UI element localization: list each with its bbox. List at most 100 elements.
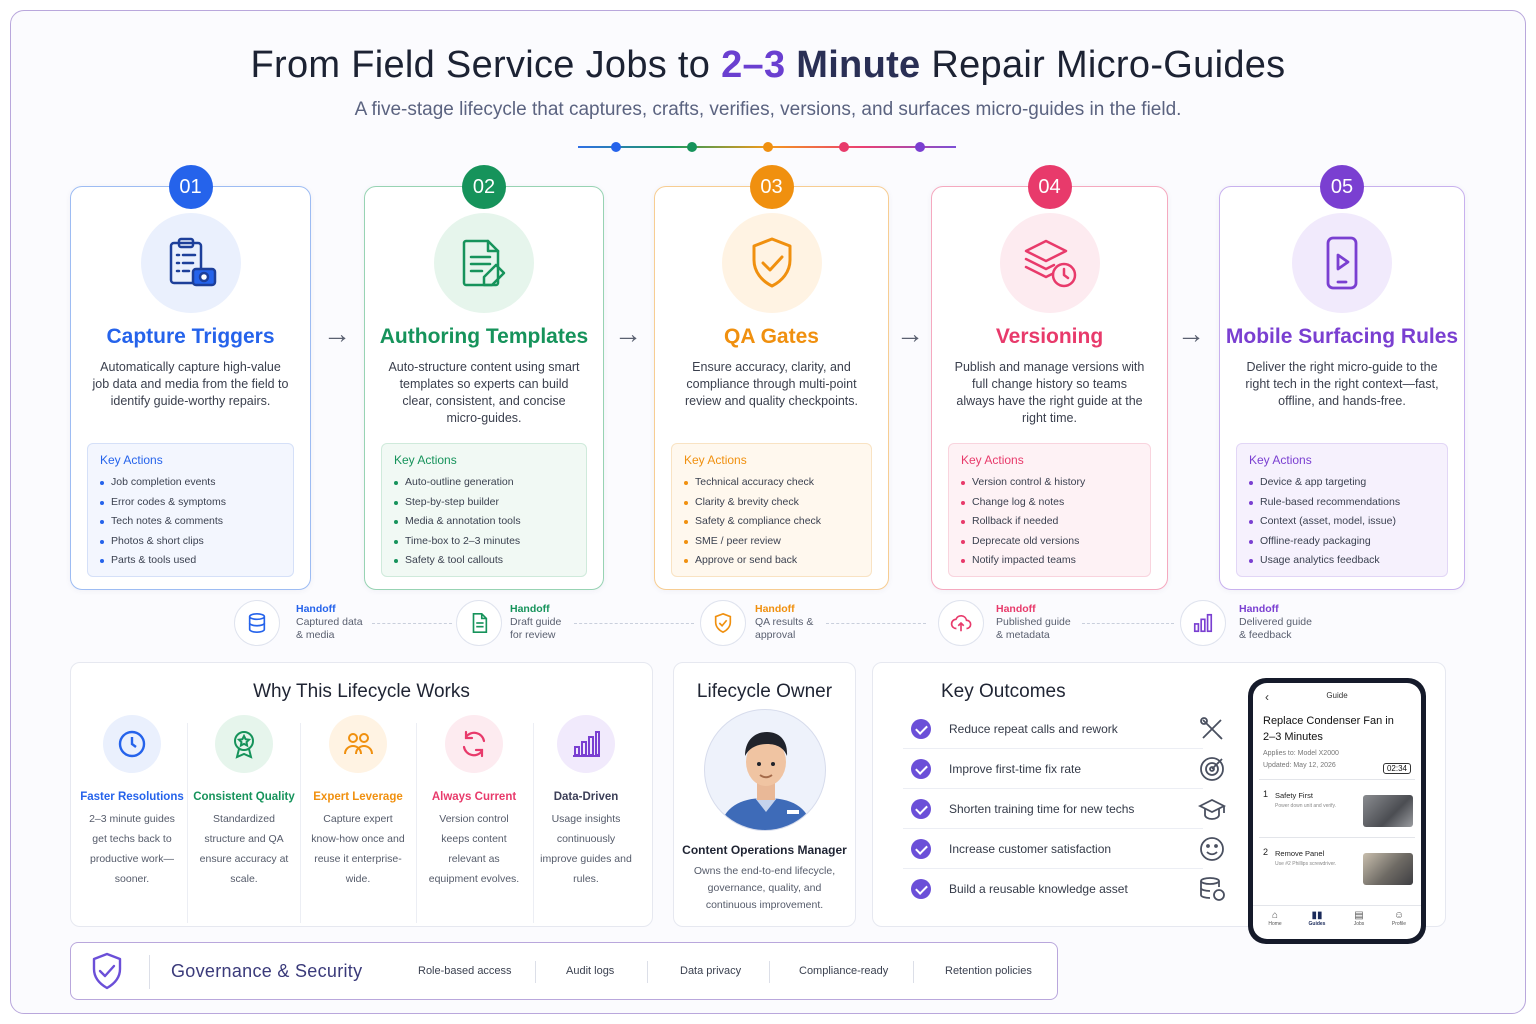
check-icon xyxy=(911,839,931,859)
governance-item: Role-based access xyxy=(418,965,512,977)
why-title: Why This Lifecycle Works xyxy=(253,681,470,702)
governance-item: Retention policies xyxy=(945,965,1032,977)
clock-icon xyxy=(103,715,161,773)
why-item-title: Expert Leverage xyxy=(313,791,403,803)
outcome-text: Build a reusable knowledge asset xyxy=(949,882,1128,896)
divider xyxy=(1259,837,1415,838)
stage-description: Automatically capture high-value job dat… xyxy=(92,360,289,408)
key-actions-box: Key Actions Auto-outline generation Step… xyxy=(381,443,587,577)
key-actions-list: Job completion events Error codes & symp… xyxy=(100,473,281,571)
outcome-text: Improve first-time fix rate xyxy=(949,762,1082,776)
nav-jobs[interactable]: ▤ Jobs xyxy=(1341,910,1377,927)
key-action-item: Step-by-step builder xyxy=(394,493,574,513)
document-icon xyxy=(456,600,502,646)
why-item-title: Always Current xyxy=(431,791,517,803)
nav-label: Guides xyxy=(1308,921,1326,927)
key-actions-title: Key Actions xyxy=(394,453,457,467)
why-item-title: Data-Driven xyxy=(553,791,619,803)
book-icon: ▮▮ xyxy=(1311,910,1323,921)
key-actions-box: Key Actions Version control & history Ch… xyxy=(948,443,1151,577)
key-action-item: Device & app targeting xyxy=(1249,473,1435,493)
key-actions-title: Key Actions xyxy=(684,453,747,467)
stage-card-mobile-surfacing-rules: 05 Mobile Surfacing Rules Deliver the ri… xyxy=(1219,165,1465,590)
nav-profile[interactable]: ☺ Profile xyxy=(1381,910,1417,927)
key-actions-title: Key Actions xyxy=(100,453,163,467)
divider xyxy=(647,961,648,983)
key-action-item: Version control & history xyxy=(961,473,1138,493)
stage-number-badge: 04 xyxy=(1027,165,1072,209)
owner-title: Lifecycle Owner xyxy=(696,681,833,702)
dot-stage-3 xyxy=(763,142,773,152)
mobile-play-icon xyxy=(1292,213,1392,313)
key-action-item: Photos & short clips xyxy=(100,532,281,552)
why-item-desc: Version control keeps content relevant a… xyxy=(428,813,520,885)
key-action-item: Rollback if needed xyxy=(961,512,1138,532)
nav-guides[interactable]: ▮▮ Guides xyxy=(1299,910,1335,927)
why-item-desc: Standardized structure and QA ensure acc… xyxy=(199,813,289,885)
governance-bar: Governance & Security Role-based access … xyxy=(70,942,1058,1000)
owner-description: Owns the end-to-end lifecycle, governanc… xyxy=(693,865,836,911)
outcomes-title: Key Outcomes xyxy=(941,681,1066,702)
handoff-connector xyxy=(372,623,452,624)
bar-chart-icon xyxy=(1180,600,1226,646)
guide-step[interactable]: 2 Remove Panel Use #2 Phillips screwdriv… xyxy=(1261,845,1415,893)
divider xyxy=(535,961,536,983)
key-action-item: Error codes & symptoms xyxy=(100,493,281,513)
key-actions-list: Technical accuracy check Clarity & brevi… xyxy=(684,473,859,571)
key-action-item: Time-box to 2–3 minutes xyxy=(394,532,574,552)
key-actions-list: Device & app targeting Rule-based recomm… xyxy=(1249,473,1435,571)
nav-label: Home xyxy=(1268,921,1282,927)
nav-label: Jobs xyxy=(1353,921,1365,927)
stage-title: Versioning xyxy=(995,325,1104,348)
divider xyxy=(187,723,188,923)
check-icon xyxy=(911,759,931,779)
stage-dot-line xyxy=(578,142,956,152)
key-action-item: Parts & tools used xyxy=(100,551,281,571)
why-item-always-current: Always Current Version control keeps con… xyxy=(419,715,529,889)
key-action-item: Media & annotation tools xyxy=(394,512,574,532)
stage-title: QA Gates xyxy=(724,325,819,348)
governance-item: Compliance-ready xyxy=(799,965,889,977)
key-action-item: SME / peer review xyxy=(684,532,859,552)
tools-icon xyxy=(1200,717,1223,740)
stage-description: Deliver the right micro-guide to the rig… xyxy=(1245,360,1439,408)
target-icon xyxy=(1200,757,1224,781)
title-pre: From Field Service Jobs to xyxy=(250,44,722,86)
check-icon xyxy=(911,799,931,819)
arrow-right-icon: → xyxy=(896,318,924,349)
dot-stage-1 xyxy=(611,142,621,152)
stage-number-badge: 01 xyxy=(168,165,213,209)
why-item-desc: Usage insights continuously improve guid… xyxy=(540,813,632,885)
title-post: Repair Micro-Guides xyxy=(920,44,1286,86)
phone-header: Guide xyxy=(1326,691,1348,700)
handoff-connector xyxy=(1082,623,1174,624)
guide-updated: Updated: May 12, 2026 xyxy=(1263,762,1336,769)
stage-card-capture-triggers: 01 Capture Triggers Automatically captur… xyxy=(70,165,311,590)
outcome-text: Shorten training time for new techs xyxy=(949,802,1135,816)
key-action-item: Safety & compliance check xyxy=(684,512,859,532)
guide-applies: Applies to: Model X2000 xyxy=(1263,750,1339,757)
divider xyxy=(300,723,301,923)
back-chevron-icon[interactable]: ‹ xyxy=(1265,690,1269,704)
owner-role: Content Operations Manager xyxy=(682,843,847,857)
outcome-text: Reduce repeat calls and rework xyxy=(949,722,1118,736)
page-subtitle: A five-stage lifecycle that captures, cr… xyxy=(354,99,1182,120)
database-icon xyxy=(234,600,280,646)
guide-step[interactable]: 1 Safety First Power down unit and verif… xyxy=(1261,787,1415,835)
key-actions-box: Key Actions Technical accuracy check Cla… xyxy=(671,443,872,577)
key-actions-list: Auto-outline generation Step-by-step bui… xyxy=(394,473,574,571)
step-photo xyxy=(1363,853,1413,885)
nav-label: Profile xyxy=(1391,921,1407,927)
outcome-row: Improve first-time fix rate xyxy=(903,751,1224,789)
why-item-desc: Capture expert know-how once and reuse i… xyxy=(311,813,405,885)
key-action-item: Change log & notes xyxy=(961,493,1138,513)
step-number: 2 xyxy=(1263,847,1269,857)
nav-home[interactable]: ⌂ Home xyxy=(1257,910,1293,927)
governance-item: Data privacy xyxy=(680,965,742,977)
stage-number-badge: 02 xyxy=(462,165,506,209)
key-actions-box: Key Actions Job completion events Error … xyxy=(87,443,294,577)
handoff-connector xyxy=(574,623,694,624)
phone-mockup: ‹ Guide Replace Condenser Fan in 2–3 Min… xyxy=(1248,678,1426,944)
why-item-title: Consistent Quality xyxy=(193,791,295,803)
